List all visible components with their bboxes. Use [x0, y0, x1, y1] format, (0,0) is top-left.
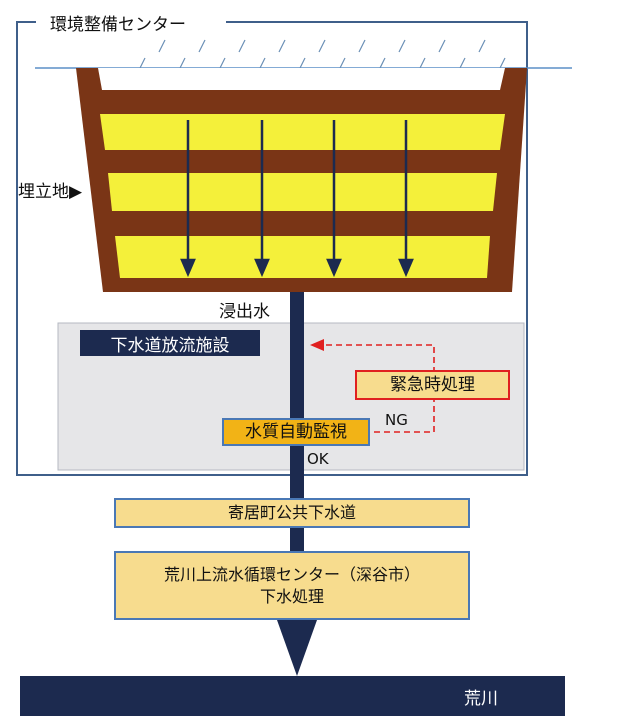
landfill-cavity	[98, 68, 505, 90]
landfill-label: 埋立地▶	[18, 182, 83, 202]
leachate-pipe	[290, 292, 304, 630]
emergency-processing-box: 緊急時処理	[355, 370, 510, 400]
ng-label: NG	[385, 411, 408, 429]
waste-layer-2	[108, 173, 497, 211]
emergency-arrow-icon	[310, 339, 324, 351]
emergency-path	[322, 344, 435, 433]
facility-label: 下水道放流施設	[80, 330, 260, 356]
water-quality-monitor-box: 水質自動監視	[222, 418, 370, 446]
river-bar	[20, 676, 565, 716]
treatment-line-1: 荒川上流水循環センター（深谷市）	[163, 564, 420, 584]
center-title: 環境整備センター	[44, 10, 192, 35]
river-label: 荒川	[464, 689, 498, 709]
leachate-label: 浸出水	[219, 302, 270, 322]
sewer-box: 寄居町公共下水道	[114, 498, 470, 528]
treatment-line-2: 下水処理	[259, 586, 324, 606]
treatment-center-box: 荒川上流水循環センター（深谷市） 下水処理	[114, 551, 470, 620]
center-frame	[16, 21, 528, 476]
outflow-arrow-icon	[277, 620, 317, 676]
waste-layer-3	[115, 236, 490, 278]
seepage-arrows	[180, 120, 414, 278]
ok-label: OK	[307, 450, 329, 468]
waste-layer-1	[100, 114, 505, 150]
